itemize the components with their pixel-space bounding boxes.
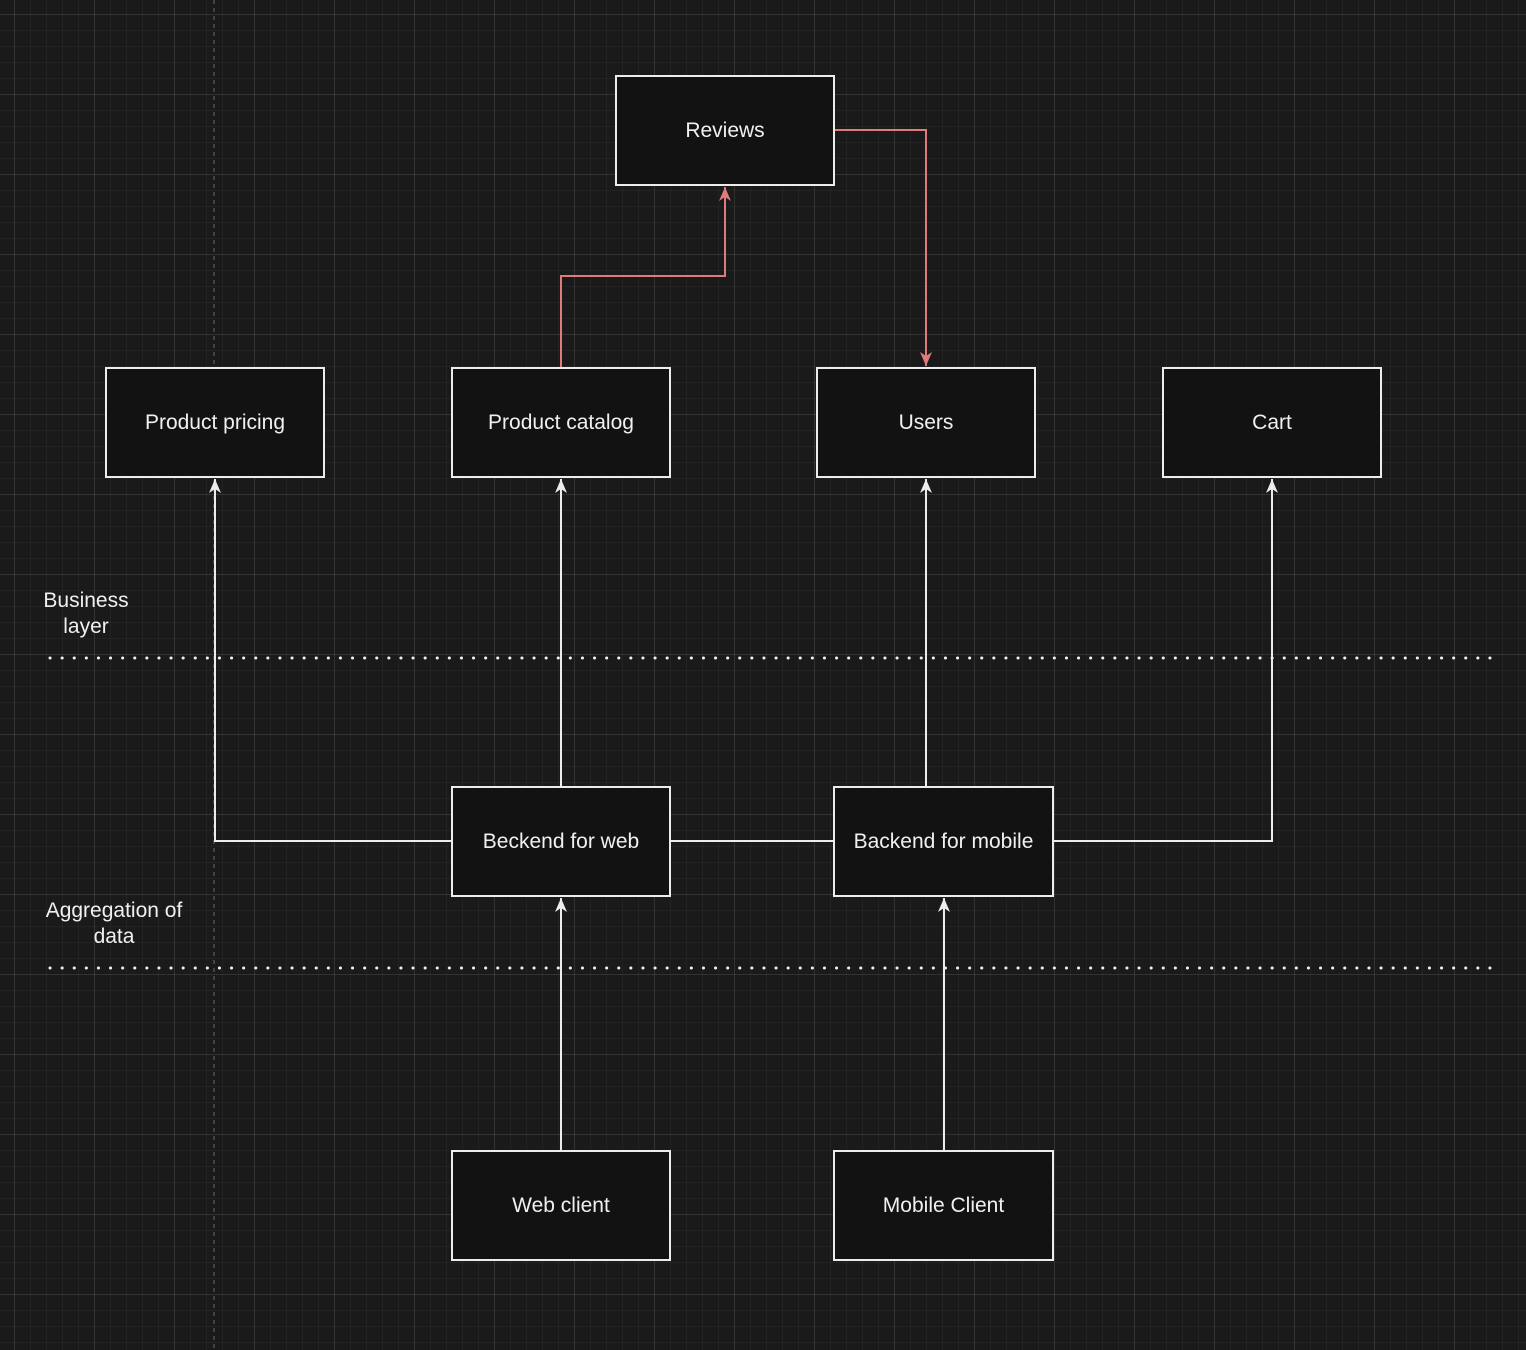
node-cart[interactable]: Cart bbox=[1162, 367, 1382, 478]
node-reviews-label: Reviews bbox=[685, 118, 765, 142]
node-reviews[interactable]: Reviews bbox=[615, 75, 835, 186]
node-users-label: Users bbox=[898, 410, 954, 434]
aggregation-label[interactable]: Aggregation of data bbox=[34, 898, 194, 950]
node-backend-for-web[interactable]: Beckend for web bbox=[451, 786, 671, 897]
node-cart-label: Cart bbox=[1252, 410, 1292, 434]
node-users[interactable]: Users bbox=[816, 367, 1036, 478]
node-product-catalog-label: Product catalog bbox=[488, 410, 634, 434]
node-product-catalog[interactable]: Product catalog bbox=[451, 367, 671, 478]
link-backend-mobile-to-cart bbox=[1053, 479, 1278, 842]
business-layer-label-line2: layer bbox=[63, 615, 109, 638]
link-product-catalog-to-reviews bbox=[560, 187, 731, 368]
business-layer-label-line1: Business bbox=[43, 589, 129, 612]
node-mobile-client[interactable]: Mobile Client bbox=[833, 1150, 1054, 1261]
node-product-pricing[interactable]: Product pricing bbox=[105, 367, 325, 478]
link-backend-web-to-product-pricing bbox=[209, 479, 452, 842]
node-mobile-client-label: Mobile Client bbox=[882, 1193, 1005, 1217]
business-layer-label[interactable]: Business layer bbox=[26, 588, 146, 640]
node-backend-for-web-label: Beckend for web bbox=[482, 829, 640, 853]
node-backend-for-mobile-label: Backend for mobile bbox=[853, 829, 1034, 853]
node-backend-for-mobile[interactable]: Backend for mobile bbox=[833, 786, 1054, 897]
aggregation-label-line1: Aggregation of bbox=[45, 899, 183, 922]
aggregation-label-line2: data bbox=[93, 925, 135, 948]
link-reviews-to-users bbox=[834, 129, 932, 366]
node-web-client-label: Web client bbox=[512, 1193, 610, 1217]
node-web-client[interactable]: Web client bbox=[451, 1150, 671, 1261]
node-product-pricing-label: Product pricing bbox=[144, 410, 286, 434]
